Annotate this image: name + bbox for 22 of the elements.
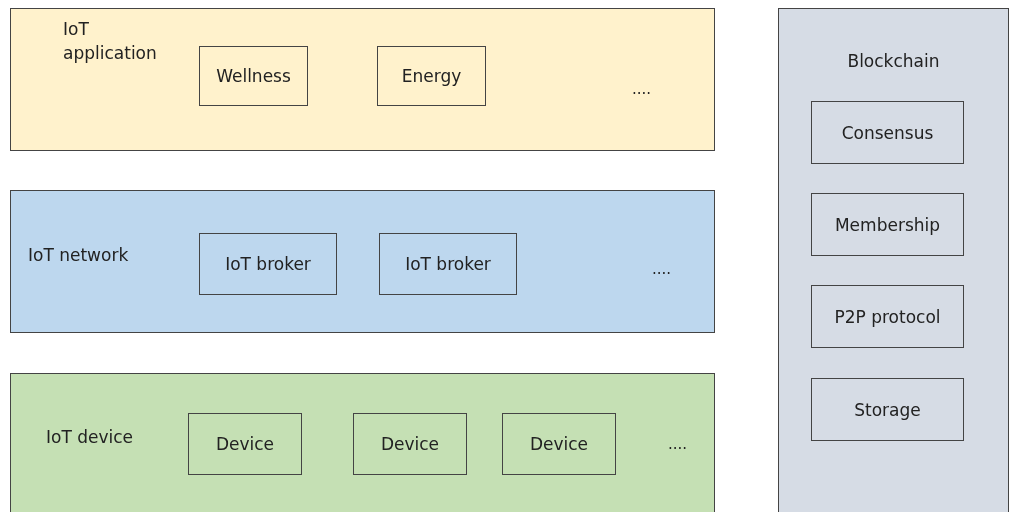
layer-panel bbox=[10, 190, 715, 333]
component-box: Device bbox=[353, 413, 467, 475]
ellipsis-text: .... bbox=[652, 260, 672, 278]
component-box: Consensus bbox=[811, 101, 964, 164]
layer-panel bbox=[10, 373, 715, 512]
component-box: Energy bbox=[377, 46, 486, 106]
component-box: Device bbox=[188, 413, 302, 475]
component-box: Storage bbox=[811, 378, 964, 441]
ellipsis-text: .... bbox=[668, 435, 688, 453]
layer-panel bbox=[778, 8, 1009, 512]
layer-title: IoT network bbox=[28, 244, 130, 267]
layer-title: IoT application bbox=[63, 18, 158, 65]
layer-panel bbox=[10, 8, 715, 151]
component-box: Device bbox=[502, 413, 616, 475]
component-box: Membership bbox=[811, 193, 964, 256]
component-box: P2P protocol bbox=[811, 285, 964, 348]
layer-title: Blockchain bbox=[846, 50, 941, 73]
component-box: Wellness bbox=[199, 46, 308, 106]
component-box: IoT broker bbox=[199, 233, 337, 295]
ellipsis-text: .... bbox=[632, 80, 652, 98]
layer-title: IoT device bbox=[46, 426, 135, 449]
component-box: IoT broker bbox=[379, 233, 517, 295]
